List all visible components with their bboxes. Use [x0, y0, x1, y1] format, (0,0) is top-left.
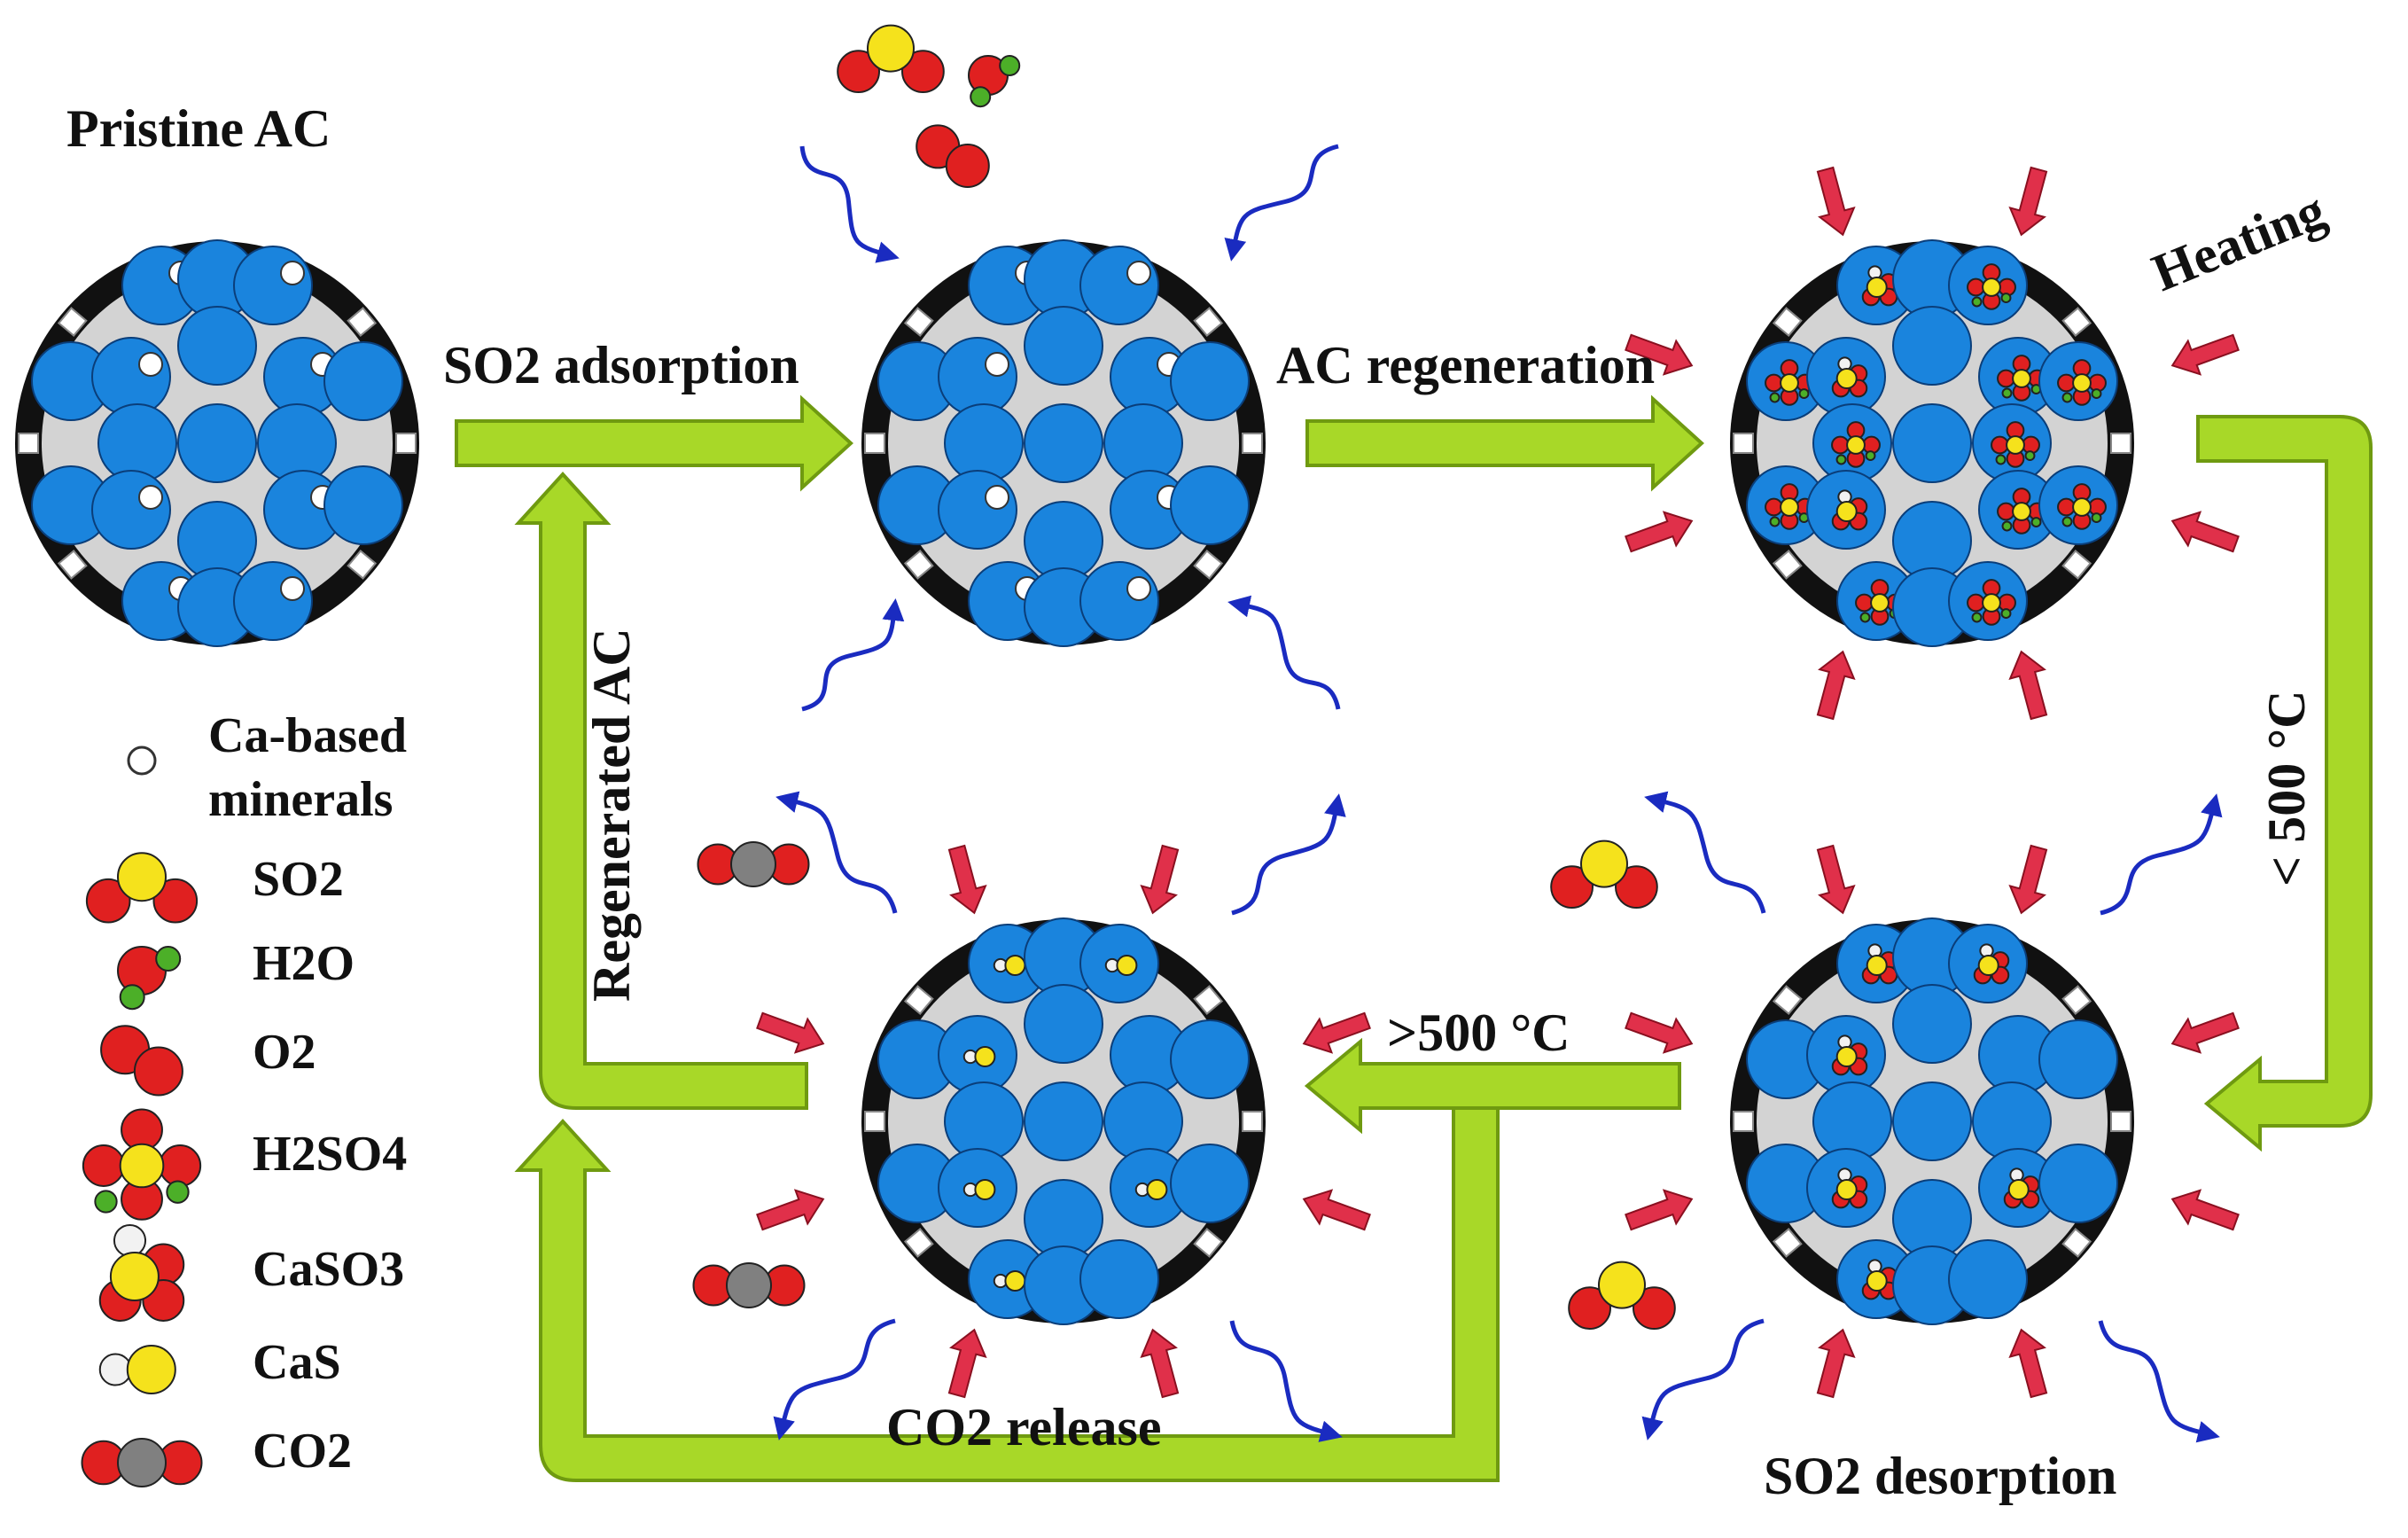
gas-co2-molecule — [697, 841, 810, 887]
gas-flow-arrow — [1224, 144, 1339, 262]
gas-flow-arrow — [2098, 1320, 2220, 1443]
label-co2-release: CO2 release — [886, 1398, 1161, 1456]
legend-icon-h2so4 — [82, 1108, 202, 1221]
label-ac-regeneration: AC regeneration — [1276, 336, 1655, 394]
legend-label-ca-minerals-2: minerals — [208, 772, 393, 827]
legend-label-o2: O2 — [253, 1025, 316, 1080]
arrow-ac-regeneration — [1305, 394, 1704, 492]
heat-arrow — [2008, 166, 2048, 237]
particle-heating — [1730, 239, 2134, 647]
legend-label-caso3: CaSO3 — [253, 1242, 404, 1297]
heat-arrow — [1140, 844, 1180, 915]
legend-label-cas: CaS — [253, 1335, 341, 1390]
gas-flow-arrow — [1229, 1320, 1343, 1442]
label-regenerated-ac: Regenerated AC — [582, 628, 641, 1002]
legend-icon-ca-minerals — [127, 746, 157, 776]
gas-flow-arrow — [801, 598, 905, 712]
heat-arrow — [1625, 511, 1694, 553]
gas-flow-arrow — [1231, 793, 1346, 916]
legend-label-ca-minerals-1: Ca-based — [208, 708, 407, 763]
heat-arrow — [2170, 511, 2240, 553]
legend-icon-o2 — [100, 1025, 183, 1097]
gas-flow-arrow — [775, 791, 898, 914]
heat-arrow — [1302, 1011, 1371, 1054]
gas-flow-arrow — [2100, 793, 2223, 916]
label-so2-adsorption: SO2 adsorption — [443, 336, 799, 394]
heat-arrow — [1816, 844, 1856, 915]
legend-icon-cas — [98, 1345, 176, 1394]
heat-arrow — [2008, 844, 2048, 915]
arrow-so2-adsorption — [455, 394, 853, 492]
gas-flow-arrow — [1644, 791, 1766, 914]
legend-label-h2so4: H2SO4 — [253, 1127, 407, 1182]
gas-flow-arrow — [1641, 1318, 1765, 1440]
label-lt500: < 500 °C — [2257, 690, 2316, 886]
arrow-heating-down — [2196, 415, 2373, 1152]
gas-co2-molecule — [692, 1262, 806, 1308]
heat-arrow — [756, 1011, 825, 1054]
gas-flow-arrow — [799, 145, 900, 263]
heat-arrow — [1625, 1011, 1694, 1054]
legend-label-so2: SO2 — [253, 852, 344, 907]
label-gt500: >500 °C — [1387, 1003, 1570, 1062]
gas-flow-arrow — [1227, 595, 1341, 710]
particle-pristine — [15, 239, 419, 647]
heat-arrow — [2008, 1328, 2048, 1399]
heat-arrow — [1625, 1189, 1694, 1231]
heat-arrow — [2170, 333, 2240, 376]
gas-so2-molecule — [1568, 1261, 1676, 1330]
gas-so2-molecule — [1550, 839, 1658, 909]
label-heating: Heating — [2144, 181, 2333, 302]
particle-co2-release — [861, 917, 1266, 1325]
particle-adsorbed — [861, 239, 1266, 647]
heat-arrow — [1140, 1328, 1180, 1399]
heat-arrow — [2170, 1189, 2240, 1231]
heat-arrow — [756, 1189, 825, 1231]
legend-icon-caso3 — [98, 1223, 185, 1322]
legend-icon-co2 — [81, 1438, 203, 1487]
heat-arrow — [1625, 333, 1694, 376]
arrow-gt500 — [1304, 1037, 1681, 1135]
gas-h2o-molecule — [968, 55, 1021, 108]
heat-arrow — [1816, 166, 1856, 237]
particle-desorption — [1730, 917, 2134, 1325]
label-pristine-ac: Pristine AC — [66, 99, 331, 158]
gas-o2-molecule — [916, 124, 990, 188]
gas-so2-molecule — [837, 24, 945, 93]
heat-arrow — [947, 1328, 987, 1399]
heat-arrow — [1302, 1189, 1371, 1231]
legend-icon-so2 — [85, 852, 199, 924]
heat-arrow — [1816, 650, 1856, 721]
heat-arrow — [947, 844, 987, 915]
arrow-regenerated-loop — [514, 1106, 1500, 1482]
heat-arrow — [1816, 1328, 1856, 1399]
legend-label-h2o: H2O — [253, 936, 355, 991]
gas-flow-arrow — [773, 1318, 896, 1440]
label-so2-desorption: SO2 desorption — [1764, 1447, 2116, 1505]
heat-arrow — [2008, 650, 2048, 721]
legend-icon-h2o — [117, 946, 182, 1011]
legend-label-co2: CO2 — [253, 1424, 352, 1479]
heat-arrow — [2170, 1011, 2240, 1054]
arrow-regenerated-ac — [514, 472, 808, 1110]
